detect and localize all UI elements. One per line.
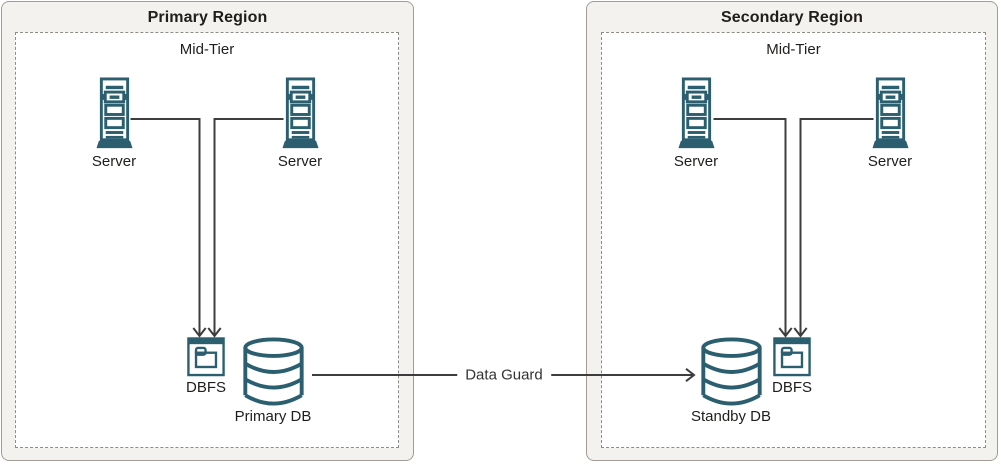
- midtier-label-secondary: Mid-Tier: [766, 41, 821, 58]
- dbfs-window-icon: [773, 337, 811, 377]
- standby-db-node: Standby DB: [676, 337, 786, 425]
- server-icon: [94, 77, 134, 150]
- server-node: Server: [858, 77, 922, 170]
- dbfs-node: DBFS: [760, 337, 824, 396]
- midtier-label-primary: Mid-Tier: [179, 41, 235, 58]
- server-node: Server: [664, 77, 728, 170]
- database-cylinder-icon: [242, 337, 304, 406]
- dbfs-node: DBFS: [174, 337, 238, 396]
- server-node: Server: [82, 77, 146, 170]
- region-card-secondary: Secondary Region Mid-Tier: [586, 1, 998, 461]
- server-label: Server: [277, 153, 323, 170]
- midtier-box-secondary: Mid-Tier: [601, 32, 986, 448]
- dbfs-label: DBFS: [185, 379, 226, 396]
- data-guard-label: Data Guard: [457, 365, 551, 385]
- primary-db-node: Primary DB: [218, 337, 328, 425]
- server-icon: [676, 77, 716, 150]
- region-card-primary: Primary Region Mid-Tier: [1, 1, 414, 461]
- server-label: Server: [867, 153, 913, 170]
- server-icon: [280, 77, 320, 150]
- region-title-primary: Primary Region: [147, 9, 268, 26]
- midtier-box-primary: Mid-Tier: [15, 32, 399, 448]
- database-cylinder-icon: [700, 337, 762, 406]
- db-label: Standby DB: [690, 408, 772, 425]
- dbfs-label: DBFS: [771, 379, 812, 396]
- server-icon: [870, 77, 910, 150]
- region-title-secondary: Secondary Region: [720, 9, 864, 26]
- server-label: Server: [673, 153, 719, 170]
- server-label: Server: [91, 153, 137, 170]
- db-label: Primary DB: [234, 408, 312, 425]
- server-node: Server: [268, 77, 332, 170]
